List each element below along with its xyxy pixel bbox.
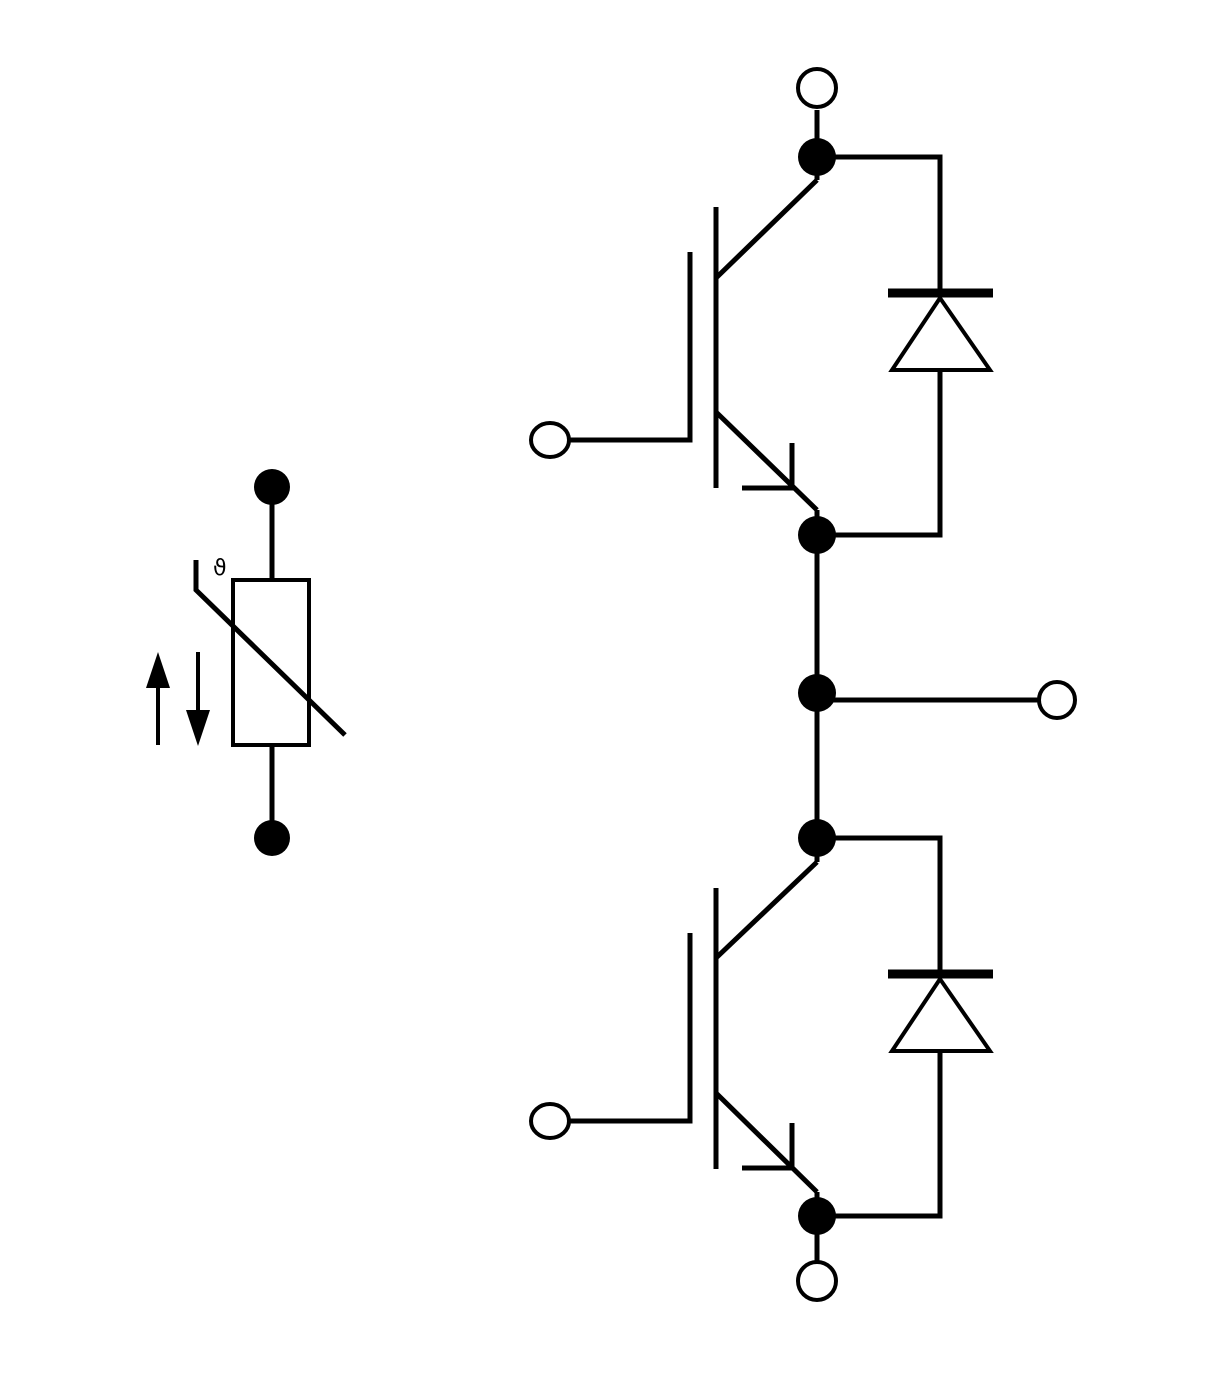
thermistor-label: ϑ: [213, 556, 227, 581]
lower-igbt: [529, 819, 994, 1302]
lower-diode: [888, 969, 994, 1053]
thermistor-terminal-top: [254, 469, 290, 505]
thermistor-nonlinear-slash: [193, 560, 347, 737]
output-phase: [798, 535, 1077, 838]
lower-diode-triangle: [888, 975, 994, 1053]
upper-diode-wire-top: [817, 154, 943, 293]
down-arrow-icon: [186, 652, 210, 746]
upper-igbt: [529, 67, 994, 554]
lower-gate-terminal: [529, 1102, 571, 1140]
upper-diode-triangle: [888, 294, 994, 372]
lower-diode-wire-top: [817, 835, 943, 974]
output-node: [798, 674, 836, 712]
upper-gate-wire: [568, 252, 693, 443]
lower-collector-diagonal: [714, 860, 819, 960]
upper-gate-terminal: [529, 421, 571, 459]
thermistor-terminal-bottom: [254, 820, 290, 856]
lower-diode-wire-bottom: [817, 1050, 943, 1219]
lower-gate-wire: [568, 933, 693, 1124]
output-terminal: [1037, 680, 1077, 720]
upper-diode-wire-bottom: [817, 370, 943, 538]
ntc-thermistor: ϑ: [146, 469, 347, 856]
lower-collector-node: [798, 819, 836, 857]
upper-collector-node: [798, 138, 836, 176]
upper-emitter-diagonal: [714, 410, 819, 512]
upper-collector-diagonal: [714, 178, 819, 280]
lower-emitter-diagonal: [714, 1091, 819, 1194]
upper-diode: [888, 288, 994, 372]
lower-emitter-node: [798, 1197, 836, 1235]
lower-emitter-terminal: [796, 1260, 838, 1302]
lower-emitter-arrow-icon: [742, 1123, 795, 1171]
upper-emitter-arrow-icon: [742, 443, 795, 491]
upper-collector-terminal: [796, 67, 838, 109]
up-arrow-icon: [146, 652, 170, 745]
thermistor-body: [231, 578, 311, 747]
